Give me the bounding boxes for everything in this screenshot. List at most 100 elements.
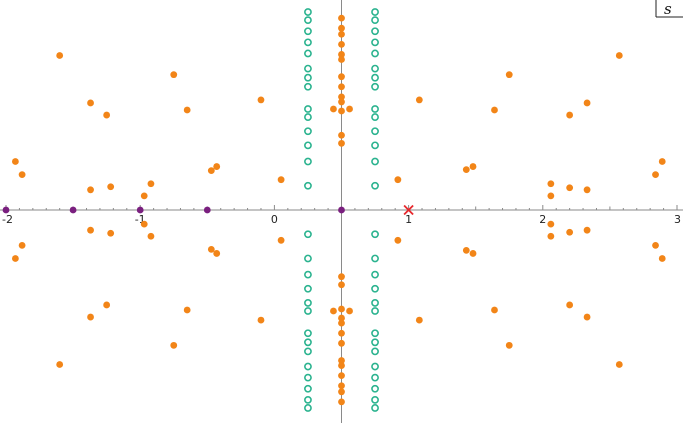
hollow-point: [371, 404, 379, 412]
hollow-point: [371, 347, 379, 356]
zero-point: [338, 73, 345, 81]
zero-point: [277, 236, 285, 244]
zero-point: [547, 220, 555, 228]
zero-point: [170, 341, 178, 349]
hollow-point: [304, 16, 312, 25]
zero-point: [338, 14, 345, 22]
hollow-point: [371, 284, 379, 293]
hollow-point: [304, 82, 312, 91]
zero-point: [583, 226, 591, 234]
hollow-point: [304, 299, 312, 307]
zero-point: [213, 163, 221, 170]
data-points: [2, 8, 666, 412]
hollow-point: [371, 338, 379, 347]
zero-point: [566, 301, 574, 309]
hollow-point: [371, 73, 379, 82]
zero-point: [140, 192, 148, 200]
zero-point: [338, 30, 345, 38]
zero-point: [462, 247, 470, 254]
corner-label-box: s: [655, 0, 683, 18]
hollow-point: [304, 38, 312, 47]
zero-point: [338, 107, 345, 115]
zero-point: [346, 105, 353, 113]
hollow-point: [304, 181, 312, 190]
zero-point: [207, 167, 215, 175]
zero-point: [394, 176, 402, 184]
hollow-point: [304, 270, 312, 279]
zero-point: [505, 71, 513, 79]
zero-point: [338, 339, 345, 347]
zero-point: [56, 52, 64, 59]
zero-point: [338, 398, 345, 406]
pole-marker: [403, 204, 414, 216]
hollow-point: [371, 384, 379, 393]
zero-point: [491, 106, 498, 114]
hollow-point: [371, 105, 379, 113]
hollow-point: [371, 307, 379, 315]
hollow-point: [371, 395, 379, 404]
hollow-point: [371, 254, 379, 263]
zero-point: [338, 98, 345, 106]
hollow-point: [371, 141, 379, 150]
zero-point: [583, 99, 591, 107]
zero-point: [547, 192, 555, 200]
zero-point: [338, 273, 345, 281]
zero-point: [547, 232, 555, 240]
hollow-point: [304, 27, 312, 36]
zero-point: [330, 105, 337, 113]
zero-point: [415, 316, 423, 324]
hollow-point: [371, 127, 379, 136]
zero-point: [338, 329, 345, 337]
zero-point: [183, 106, 191, 114]
hollow-point: [371, 8, 379, 16]
zero-point: [505, 341, 513, 349]
zero-point: [87, 226, 94, 234]
zero-point: [11, 255, 19, 262]
hollow-point: [304, 338, 312, 347]
zero-point: [338, 314, 345, 322]
zero-point: [658, 158, 666, 165]
hollow-point: [371, 362, 379, 371]
hollow-point: [371, 113, 379, 121]
pole-marker-stroke: [403, 204, 414, 216]
hollow-point: [371, 181, 379, 190]
zero-point: [338, 40, 345, 48]
zero-point: [87, 99, 94, 107]
hollow-point: [304, 157, 312, 166]
zero-point: [415, 96, 423, 104]
zero-point: [338, 51, 345, 58]
hollow-point: [371, 27, 379, 36]
zero-point: [107, 229, 115, 237]
zero-point: [338, 357, 345, 364]
hollow-point: [304, 73, 312, 82]
hollow-point: [371, 64, 379, 73]
real-axis-point: [203, 206, 211, 214]
zero-point: [394, 236, 402, 244]
corner-label: s: [664, 0, 672, 18]
hollow-point: [371, 38, 379, 47]
zero-point: [469, 163, 477, 170]
hollow-point: [371, 82, 379, 91]
x-tick-label: -2: [2, 213, 13, 226]
zero-point: [170, 71, 178, 79]
hollow-point: [304, 49, 312, 58]
real-axis-point: [69, 206, 77, 214]
zero-point: [547, 180, 555, 188]
zero-point: [491, 306, 498, 314]
zero-point: [652, 241, 659, 249]
hollow-point: [304, 230, 312, 239]
zero-point: [87, 186, 94, 194]
hollow-point: [371, 270, 379, 279]
zero-point: [338, 56, 345, 63]
zero-point: [462, 166, 470, 174]
zero-point: [338, 131, 345, 139]
real-axis-point: [338, 206, 345, 214]
zero-point: [183, 306, 191, 314]
hollow-point: [304, 141, 312, 150]
hollow-point: [304, 384, 312, 393]
zero-point: [18, 241, 26, 249]
hollow-point: [304, 404, 312, 412]
zero-point: [566, 111, 574, 119]
hollow-point: [304, 64, 312, 73]
